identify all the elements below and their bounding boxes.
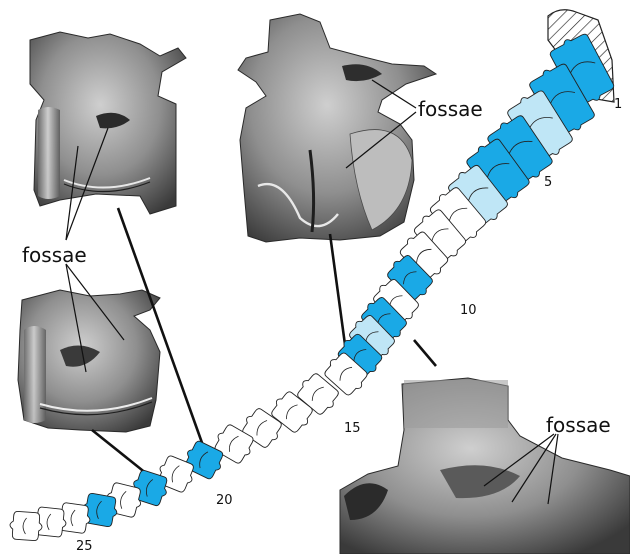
vertebra: [9, 511, 43, 541]
specimen-photo-bottom-right: [340, 378, 630, 554]
vertebra-number-10: 10: [460, 303, 477, 318]
vertebra-number-1: 1: [614, 97, 622, 112]
specimen-photo-top-middle: [238, 14, 436, 242]
fossae-label-top-middle: fossae: [418, 97, 483, 121]
connector-bottom-right: [414, 340, 436, 366]
fossae-label-top-left: fossae: [22, 243, 87, 267]
connector-top-middle: [330, 234, 346, 352]
specimen-photo-middle-left: [18, 290, 160, 432]
vertebra-number-20: 20: [216, 493, 233, 508]
vertebra-number-5: 5: [544, 175, 552, 190]
specimen-photo-top-left: [30, 32, 186, 214]
vertebra-number-15: 15: [344, 421, 361, 436]
vertebra-outline: [9, 511, 43, 541]
vertebra-number-25: 25: [76, 539, 93, 554]
fossae-label-bottom-right: fossae: [546, 413, 611, 437]
